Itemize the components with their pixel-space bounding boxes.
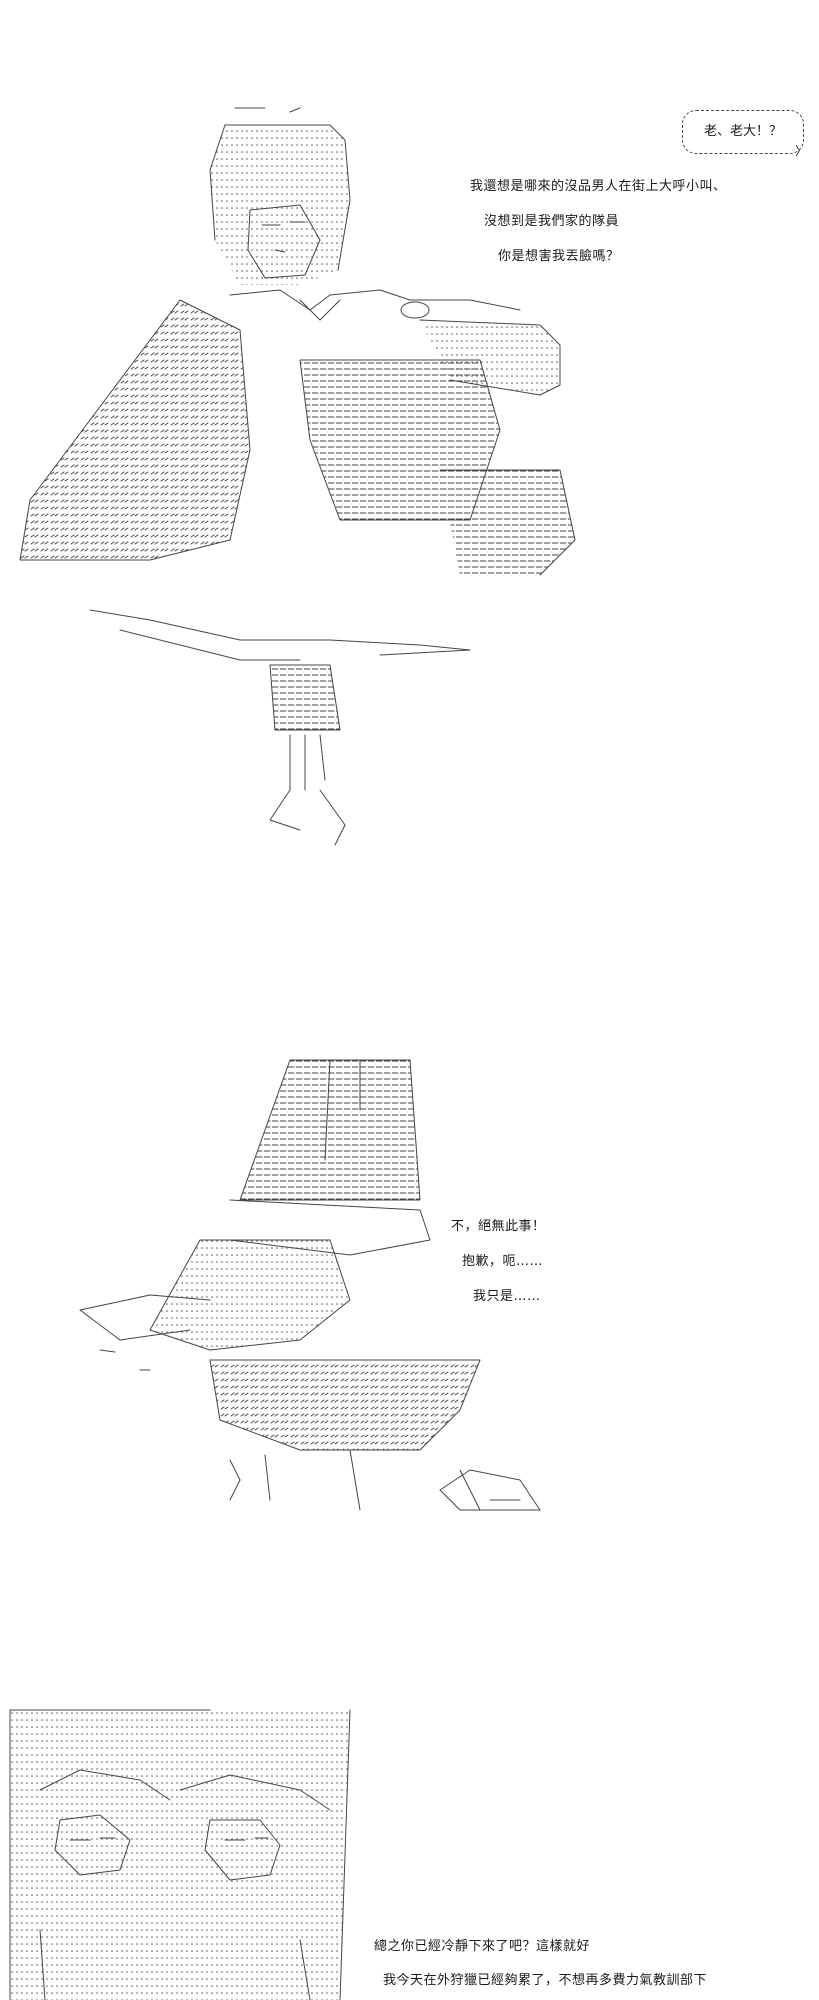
ascii-art-kneeling-man-figure: [79, 1059, 541, 1511]
dialogue-line: 不，絕無此事！: [451, 1219, 546, 1234]
panel-kneeling-apology: 不，絕無此事！ 抱歉，呃…… 我只是……: [0, 1040, 819, 1540]
dialogue-line: 總之你已經冷靜下來了吧？這樣就好: [374, 1939, 591, 1954]
dialogue-line: 沒想到是我們家的隊員: [484, 214, 620, 229]
speech-bubble: 老、老大！？ 〉: [682, 110, 807, 158]
dialogue-line: 我只是……: [473, 1289, 541, 1304]
ascii-art-pair-figure: [9, 1709, 351, 2000]
ascii-art-woman-figure: [19, 107, 576, 846]
dialogue-line: 我今天在外狩獵已經夠累了，不想再多費力氣教訓部下: [383, 1973, 708, 1988]
dialogue-line: 你是想害我丟臉嗎？: [498, 249, 620, 264]
panel-woman-scolding: 老、老大！？ 〉 我還想是哪來的沒品男人在街上大呼小叫、 沒想到是我們家的隊員 …: [0, 0, 819, 900]
bubble-text: 老、老大！？: [703, 124, 782, 139]
bubble-tail-icon: 〉: [794, 144, 807, 158]
panel-pair-closing: 總之你已經冷靜下來了吧？這樣就好 我今天在外狩獵已經夠累了，不想再多費力氣教訓部…: [0, 1680, 819, 2000]
dialogue-line: 抱歉，呃……: [462, 1254, 544, 1269]
dialogue-line: 我還想是哪來的沒品男人在街上大呼小叫、: [470, 179, 727, 194]
